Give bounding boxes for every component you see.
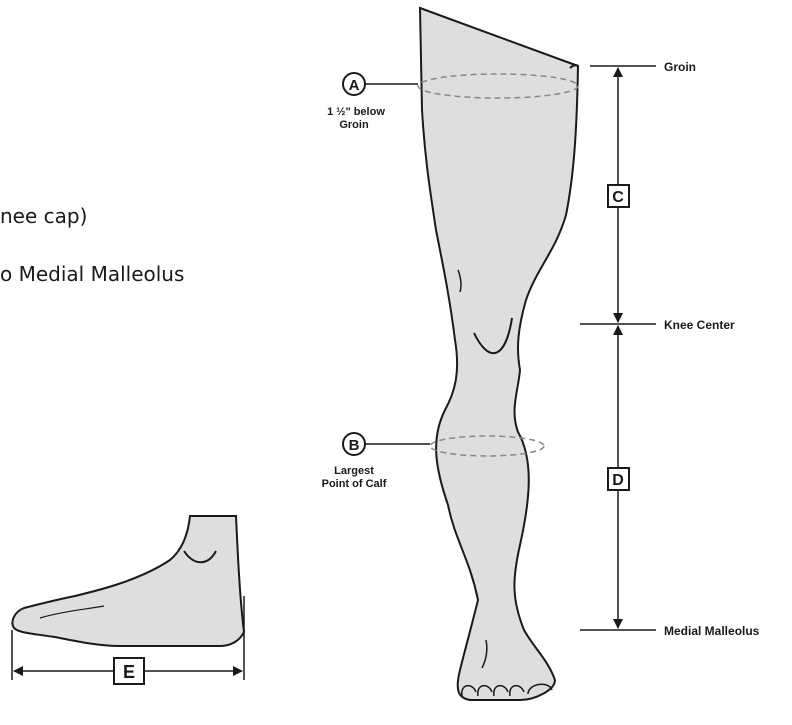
marker-b-caption-line-2: Point of Calf xyxy=(322,478,387,490)
marker-a-letter: A xyxy=(349,77,360,94)
leg-illustration xyxy=(420,8,578,700)
foot-illustration xyxy=(12,516,244,646)
groin-label: Groin xyxy=(664,60,696,74)
marker-b-letter: B xyxy=(349,437,360,454)
medial-malleolus-label: Medial Malleolus xyxy=(664,624,760,638)
marker-a-caption-line-2: Groin xyxy=(339,119,369,131)
segment-e-label: E xyxy=(123,662,135,682)
segment-d-label: D xyxy=(612,472,624,489)
segment-c-label: C xyxy=(612,189,624,206)
knee-center-label: Knee Center xyxy=(664,318,735,332)
marker-a-caption-line-1: 1 ½" below xyxy=(327,106,385,118)
marker-b-caption-line-1: Largest xyxy=(334,465,374,477)
